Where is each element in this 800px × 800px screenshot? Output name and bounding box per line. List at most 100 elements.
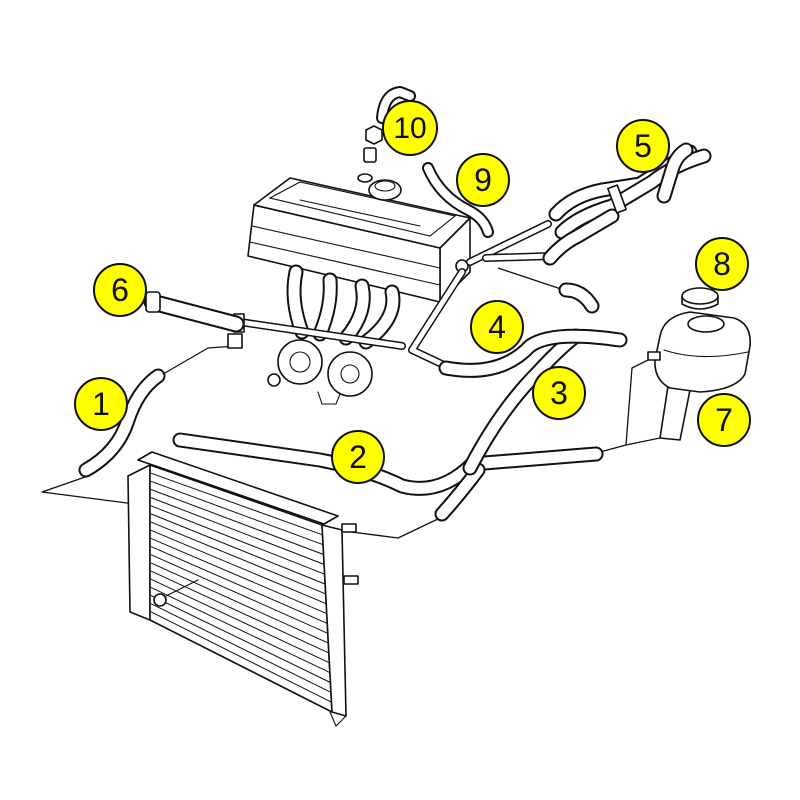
leader-hose1-engine bbox=[157, 345, 237, 378]
hose-3 bbox=[462, 328, 584, 476]
hose-5 bbox=[542, 142, 712, 266]
callout-7-circle bbox=[697, 393, 751, 447]
callout-2: 2 bbox=[331, 430, 385, 484]
turbo-bolt bbox=[267, 373, 281, 387]
callout-7: 7 bbox=[697, 393, 751, 447]
tube-heater-return-fill bbox=[483, 253, 555, 261]
turbo-compressor-inlet bbox=[289, 351, 311, 373]
hose-1 bbox=[78, 368, 166, 478]
callout-9-label: 9 bbox=[474, 162, 492, 198]
callout-4: 4 bbox=[470, 300, 524, 354]
turbo-compressor bbox=[277, 339, 323, 385]
hose-2-fill bbox=[174, 434, 602, 494]
engine-front-line-1 bbox=[251, 225, 441, 269]
callout-4-label: 4 bbox=[488, 309, 506, 345]
hose-4 bbox=[438, 282, 628, 378]
hose-5c-fill bbox=[544, 210, 618, 264]
radiator-fin bbox=[150, 480, 324, 546]
radiator-fin bbox=[150, 472, 323, 536]
radiator-core bbox=[149, 464, 333, 713]
hose-1-fill bbox=[80, 370, 164, 476]
radiator-drain-pointer bbox=[165, 579, 199, 597]
tank-seam bbox=[663, 349, 749, 358]
radiator-fin bbox=[150, 489, 324, 555]
radiator-fin bbox=[150, 513, 326, 585]
turbocharger bbox=[267, 339, 373, 405]
engine-oil-filler-top bbox=[374, 180, 396, 192]
engine-front-line-2 bbox=[249, 241, 441, 286]
engine-plug-row bbox=[299, 199, 421, 227]
hose-9-fill bbox=[424, 164, 492, 236]
callout-5-circle bbox=[616, 119, 670, 173]
callout-8-circle bbox=[695, 237, 749, 291]
tank-cap-top bbox=[681, 287, 719, 305]
expansion-tank bbox=[647, 311, 751, 441]
callout-6-circle bbox=[93, 263, 147, 317]
leader-hose4-engine bbox=[497, 267, 571, 293]
callouts: 1 2 3 4 5 6 7 8 bbox=[74, 100, 751, 484]
hose-3-fill bbox=[464, 330, 582, 474]
radiator-fin bbox=[150, 595, 331, 683]
hose-6-end bbox=[145, 291, 161, 313]
part-10-sender bbox=[363, 147, 377, 163]
leader-tank-bracket bbox=[625, 437, 661, 446]
radiator-top-rail bbox=[137, 451, 339, 525]
callout-8: 8 bbox=[695, 237, 749, 291]
part-10-nut bbox=[365, 125, 383, 145]
tank-neck bbox=[687, 315, 725, 333]
callout-5-label: 5 bbox=[634, 128, 652, 164]
turbo-turbine bbox=[327, 351, 373, 397]
manifold-runner-2-fill bbox=[314, 274, 336, 340]
turbo-wastegate bbox=[317, 391, 341, 405]
callout-5: 5 bbox=[616, 119, 670, 173]
callout-1: 1 bbox=[74, 377, 128, 431]
callout-3-circle bbox=[532, 366, 586, 420]
engine bbox=[247, 177, 471, 303]
leader-hose2-tank bbox=[599, 355, 657, 453]
hose-5d-fill bbox=[658, 144, 692, 202]
manifold-runner-1-fill bbox=[288, 266, 308, 338]
callout-10: 10 bbox=[382, 100, 438, 156]
callout-2-circle bbox=[331, 430, 385, 484]
tank-body bbox=[654, 311, 751, 393]
callout-9-circle bbox=[456, 153, 510, 207]
radiator-fin bbox=[150, 570, 330, 654]
thermostat-housing bbox=[227, 333, 243, 349]
radiator-fin bbox=[150, 505, 325, 575]
radiator-fin bbox=[150, 603, 332, 693]
radiator-fin bbox=[150, 611, 332, 703]
callout-1-label: 1 bbox=[92, 386, 110, 422]
part-10-pipe-fill bbox=[378, 88, 414, 122]
hose-4-branch-fill bbox=[560, 284, 598, 312]
engine-cam-cover-ridge bbox=[268, 181, 457, 237]
radiator-fin bbox=[150, 529, 327, 605]
hose-6-fill bbox=[145, 295, 243, 331]
callout-6-label: 6 bbox=[111, 272, 129, 308]
turbo-turbine-outlet bbox=[340, 364, 360, 384]
callout-7-label: 7 bbox=[715, 402, 733, 438]
callout-3-label: 3 bbox=[550, 375, 568, 411]
hose-4-fill bbox=[440, 330, 626, 376]
tank-cap bbox=[681, 287, 719, 310]
callout-10-label: 10 bbox=[393, 112, 426, 145]
hose-2-branch-fill bbox=[436, 464, 484, 520]
callout-2-label: 2 bbox=[349, 439, 367, 475]
radiator-outlet-stub bbox=[343, 575, 359, 585]
radiator-fins bbox=[150, 472, 332, 703]
radiator-fin bbox=[150, 537, 327, 615]
callout-10-circle bbox=[382, 100, 438, 156]
part-10-washer bbox=[357, 173, 373, 183]
radiator-left-tank bbox=[127, 464, 151, 621]
manifold-runner-3-fill bbox=[340, 280, 369, 344]
radiator-inlet-stub bbox=[341, 523, 357, 533]
radiator-drain-plug bbox=[153, 593, 167, 607]
callout-9: 9 bbox=[456, 153, 510, 207]
tube-lower-fill bbox=[237, 319, 405, 349]
tube-side-fill bbox=[409, 269, 465, 369]
engine-oil-filler-cap bbox=[368, 179, 402, 201]
callout-6: 6 bbox=[93, 263, 147, 317]
radiator-fin bbox=[150, 562, 329, 644]
callout-3: 3 bbox=[532, 366, 586, 420]
radiator bbox=[127, 451, 359, 727]
